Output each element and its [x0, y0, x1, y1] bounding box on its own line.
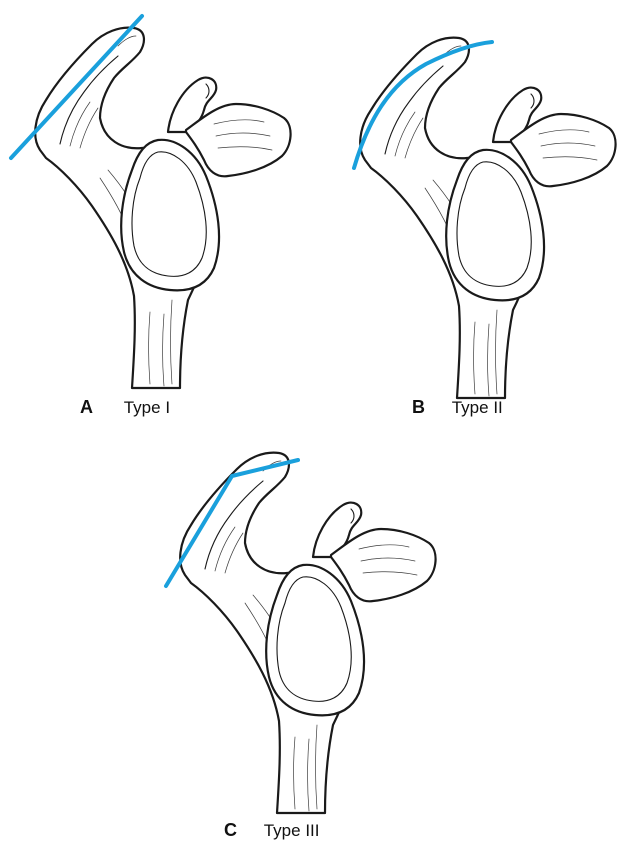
panel-a-caption: A Type I [80, 397, 170, 418]
scapula-illustration-type-1 [35, 28, 290, 388]
scapula-illustration-type-3 [180, 453, 435, 813]
panel-a-letter: A [80, 397, 93, 417]
panel-a-type: Type I [124, 398, 170, 417]
panel-c-type: Type III [264, 821, 320, 840]
panel-b-type: Type II [452, 398, 503, 417]
panel-c-letter: C [224, 820, 237, 840]
panel-c-caption: C Type III [224, 820, 319, 841]
panel-b-caption: B Type II [412, 397, 503, 418]
scapula-illustration-type-2 [360, 38, 615, 398]
panel-b-letter: B [412, 397, 425, 417]
